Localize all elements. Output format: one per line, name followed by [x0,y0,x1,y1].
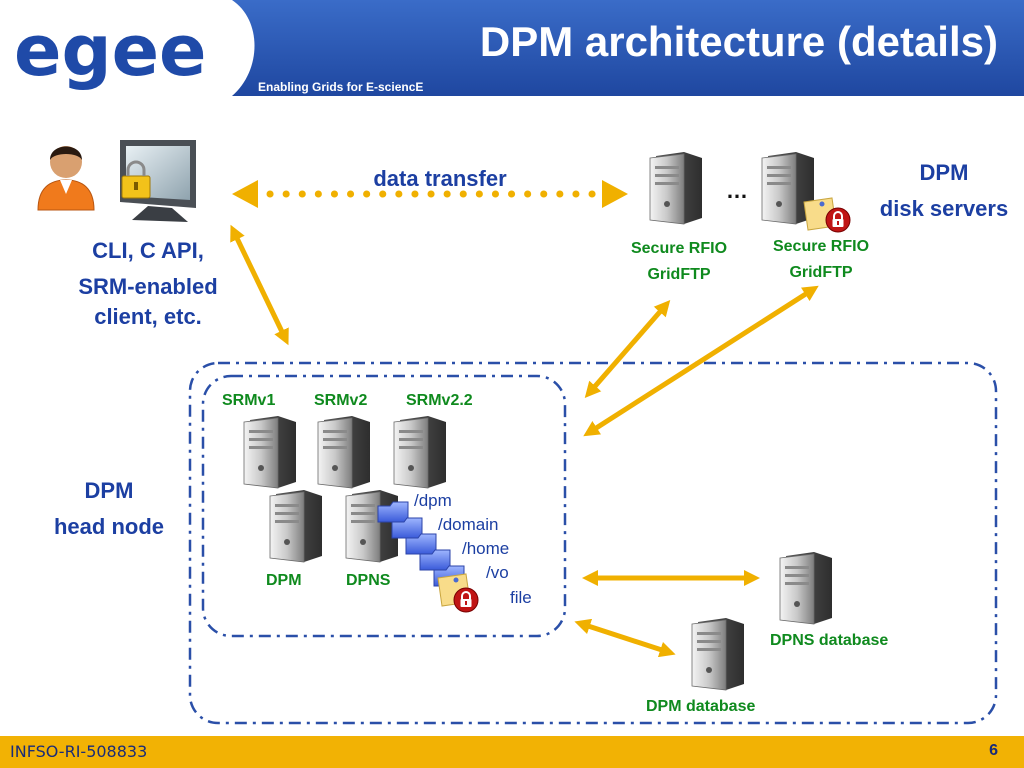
data-transfer-arrow [232,180,628,208]
disk-server-1-protocol-1: Secure RFIO [630,240,728,257]
arrow-dpm-database [574,618,676,658]
srmv2-label: SRMv2 [314,392,368,409]
dpns-database-label: DPNS database [770,632,889,649]
srmv1-label: SRMv1 [222,392,276,409]
head-node-outer-box [188,361,998,725]
head-node-inner-box [201,374,567,638]
srmv1-server-icon [243,415,297,489]
head-node-title: DPM head node [36,476,182,542]
footer-page-number: 6 [989,742,998,759]
logo-background [0,0,255,96]
disk-server-2-label: Secure RFIO GridFTP [756,234,886,286]
dpns-database-server-icon [779,551,833,625]
dpm-label: DPM [266,572,302,589]
srmv2-server-icon [317,415,371,489]
egee-logo: egee [14,10,207,92]
disk-server-1-label: Secure RFIO GridFTP [614,236,744,288]
namespace-path-2: /domain [438,515,499,534]
disk-servers-title-line-1: DPM [919,160,969,185]
person-icon [37,146,95,211]
monitor-lock-icon [120,140,196,222]
disk-servers-title: DPM disk servers [864,158,1024,224]
dpns-server-icon [345,489,399,563]
head-node-title-line-1: DPM [84,478,134,503]
disk-server-1-protocol-2: GridFTP [647,266,711,283]
client-line-2: SRM-enabled [78,274,218,299]
namespace-path-3: /home [462,539,510,558]
logo-text: egee [14,10,207,92]
disk-servers-title-line-2: disk servers [879,196,1009,221]
srmv22-server-icon [393,415,447,489]
namespace-padlock-icon [453,587,479,613]
dpm-server-icon [269,489,323,563]
arrow-client-headnode [230,224,289,346]
header-tagline: Enabling Grids for E-sciencE [258,80,424,94]
namespace-path-1: /dpm [414,491,452,510]
arrow-server2-headnode [583,285,819,437]
footer-band [0,736,1024,768]
namespace-path-5: file [510,588,532,607]
dpm-database-label: DPM database [646,698,756,715]
client-line-1: CLI, C API, [92,238,204,263]
disk-server-padlock-icon [825,207,851,233]
data-transfer-label: data transfer [373,166,507,191]
client-line-3: client, etc. [94,304,202,329]
footer-project-id: INFSO-RI-508833 [10,742,148,761]
dpm-database-server-icon [691,617,745,691]
head-node-title-line-2: head node [53,514,164,539]
disk-server-2-protocol-2: GridFTP [789,264,853,281]
srmv22-label: SRMv2.2 [406,392,473,409]
connection-arrows [230,224,819,658]
namespace-path-4: /vo [486,563,509,582]
disk-server-1-icon [649,151,703,225]
arrow-server1-headnode [584,299,671,399]
disk-server-2-protocol-1: Secure RFIO [772,238,870,255]
ellipsis-label: … [726,178,748,203]
dpns-label: DPNS [346,572,391,589]
slide-title: DPM architecture (details) [479,18,998,65]
client-label: CLI, C API, SRM-enabled client, etc. [48,236,248,332]
